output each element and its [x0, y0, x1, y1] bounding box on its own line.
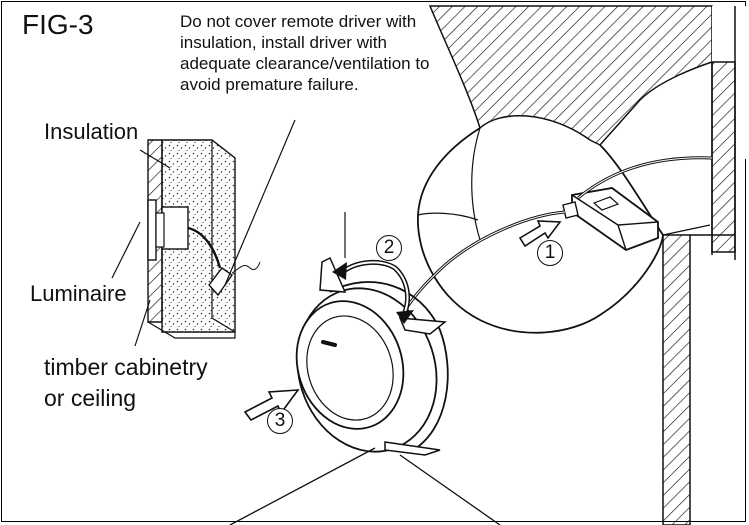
inset-section [147, 139, 261, 339]
step-3-marker: 3 [267, 408, 293, 434]
remote-driver [562, 156, 713, 252]
luminaire-large [229, 212, 501, 525]
hollow-arrow-icon [518, 220, 562, 248]
step-1-marker: 1 [537, 240, 563, 266]
label-insulation: Insulation [44, 119, 139, 144]
figure-label: FIG-3 [22, 9, 94, 40]
step-2-marker: 2 [376, 235, 402, 261]
warning-note: Do not cover remote driver with insulati… [180, 12, 430, 94]
label-mounting-surface: timber cabinetry or ceiling [44, 354, 208, 411]
label-luminaire: Luminaire [30, 281, 127, 306]
leader-lines [111, 119, 296, 347]
hollow-arrow-icon [243, 389, 300, 422]
ceiling-wall-section [428, 5, 749, 525]
curved-arrow-icon [332, 259, 414, 324]
